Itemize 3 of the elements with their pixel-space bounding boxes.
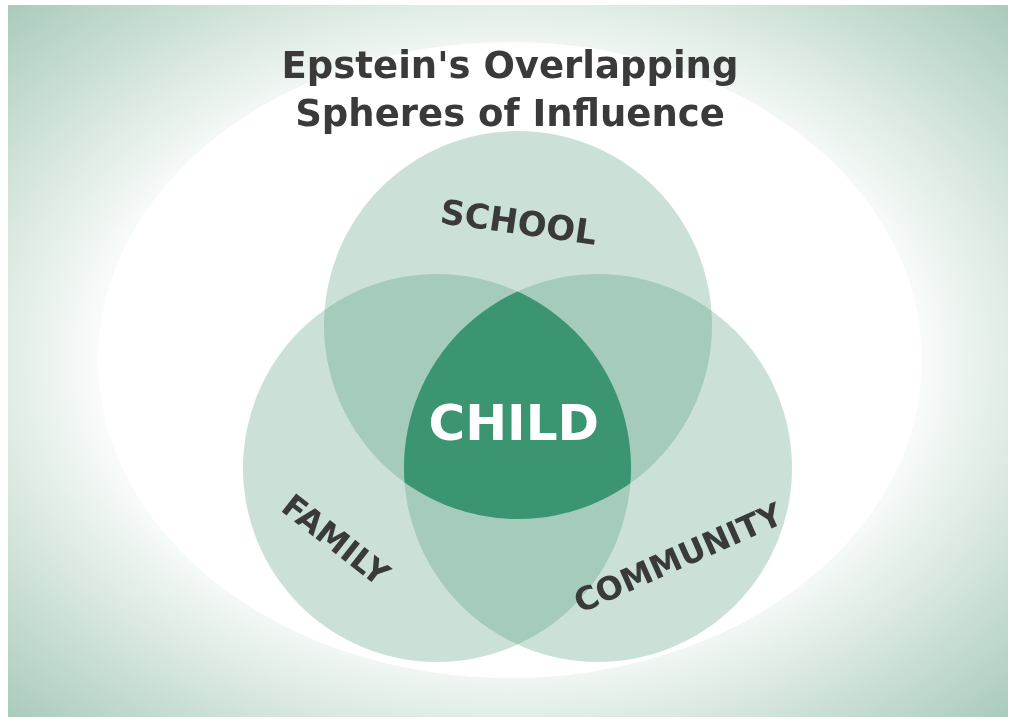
title-text: Epstein's Overlapping Spheres of Influence	[280, 43, 740, 137]
circle-label: SCHOOL	[437, 191, 599, 253]
circle-label: CHILD	[428, 394, 599, 452]
